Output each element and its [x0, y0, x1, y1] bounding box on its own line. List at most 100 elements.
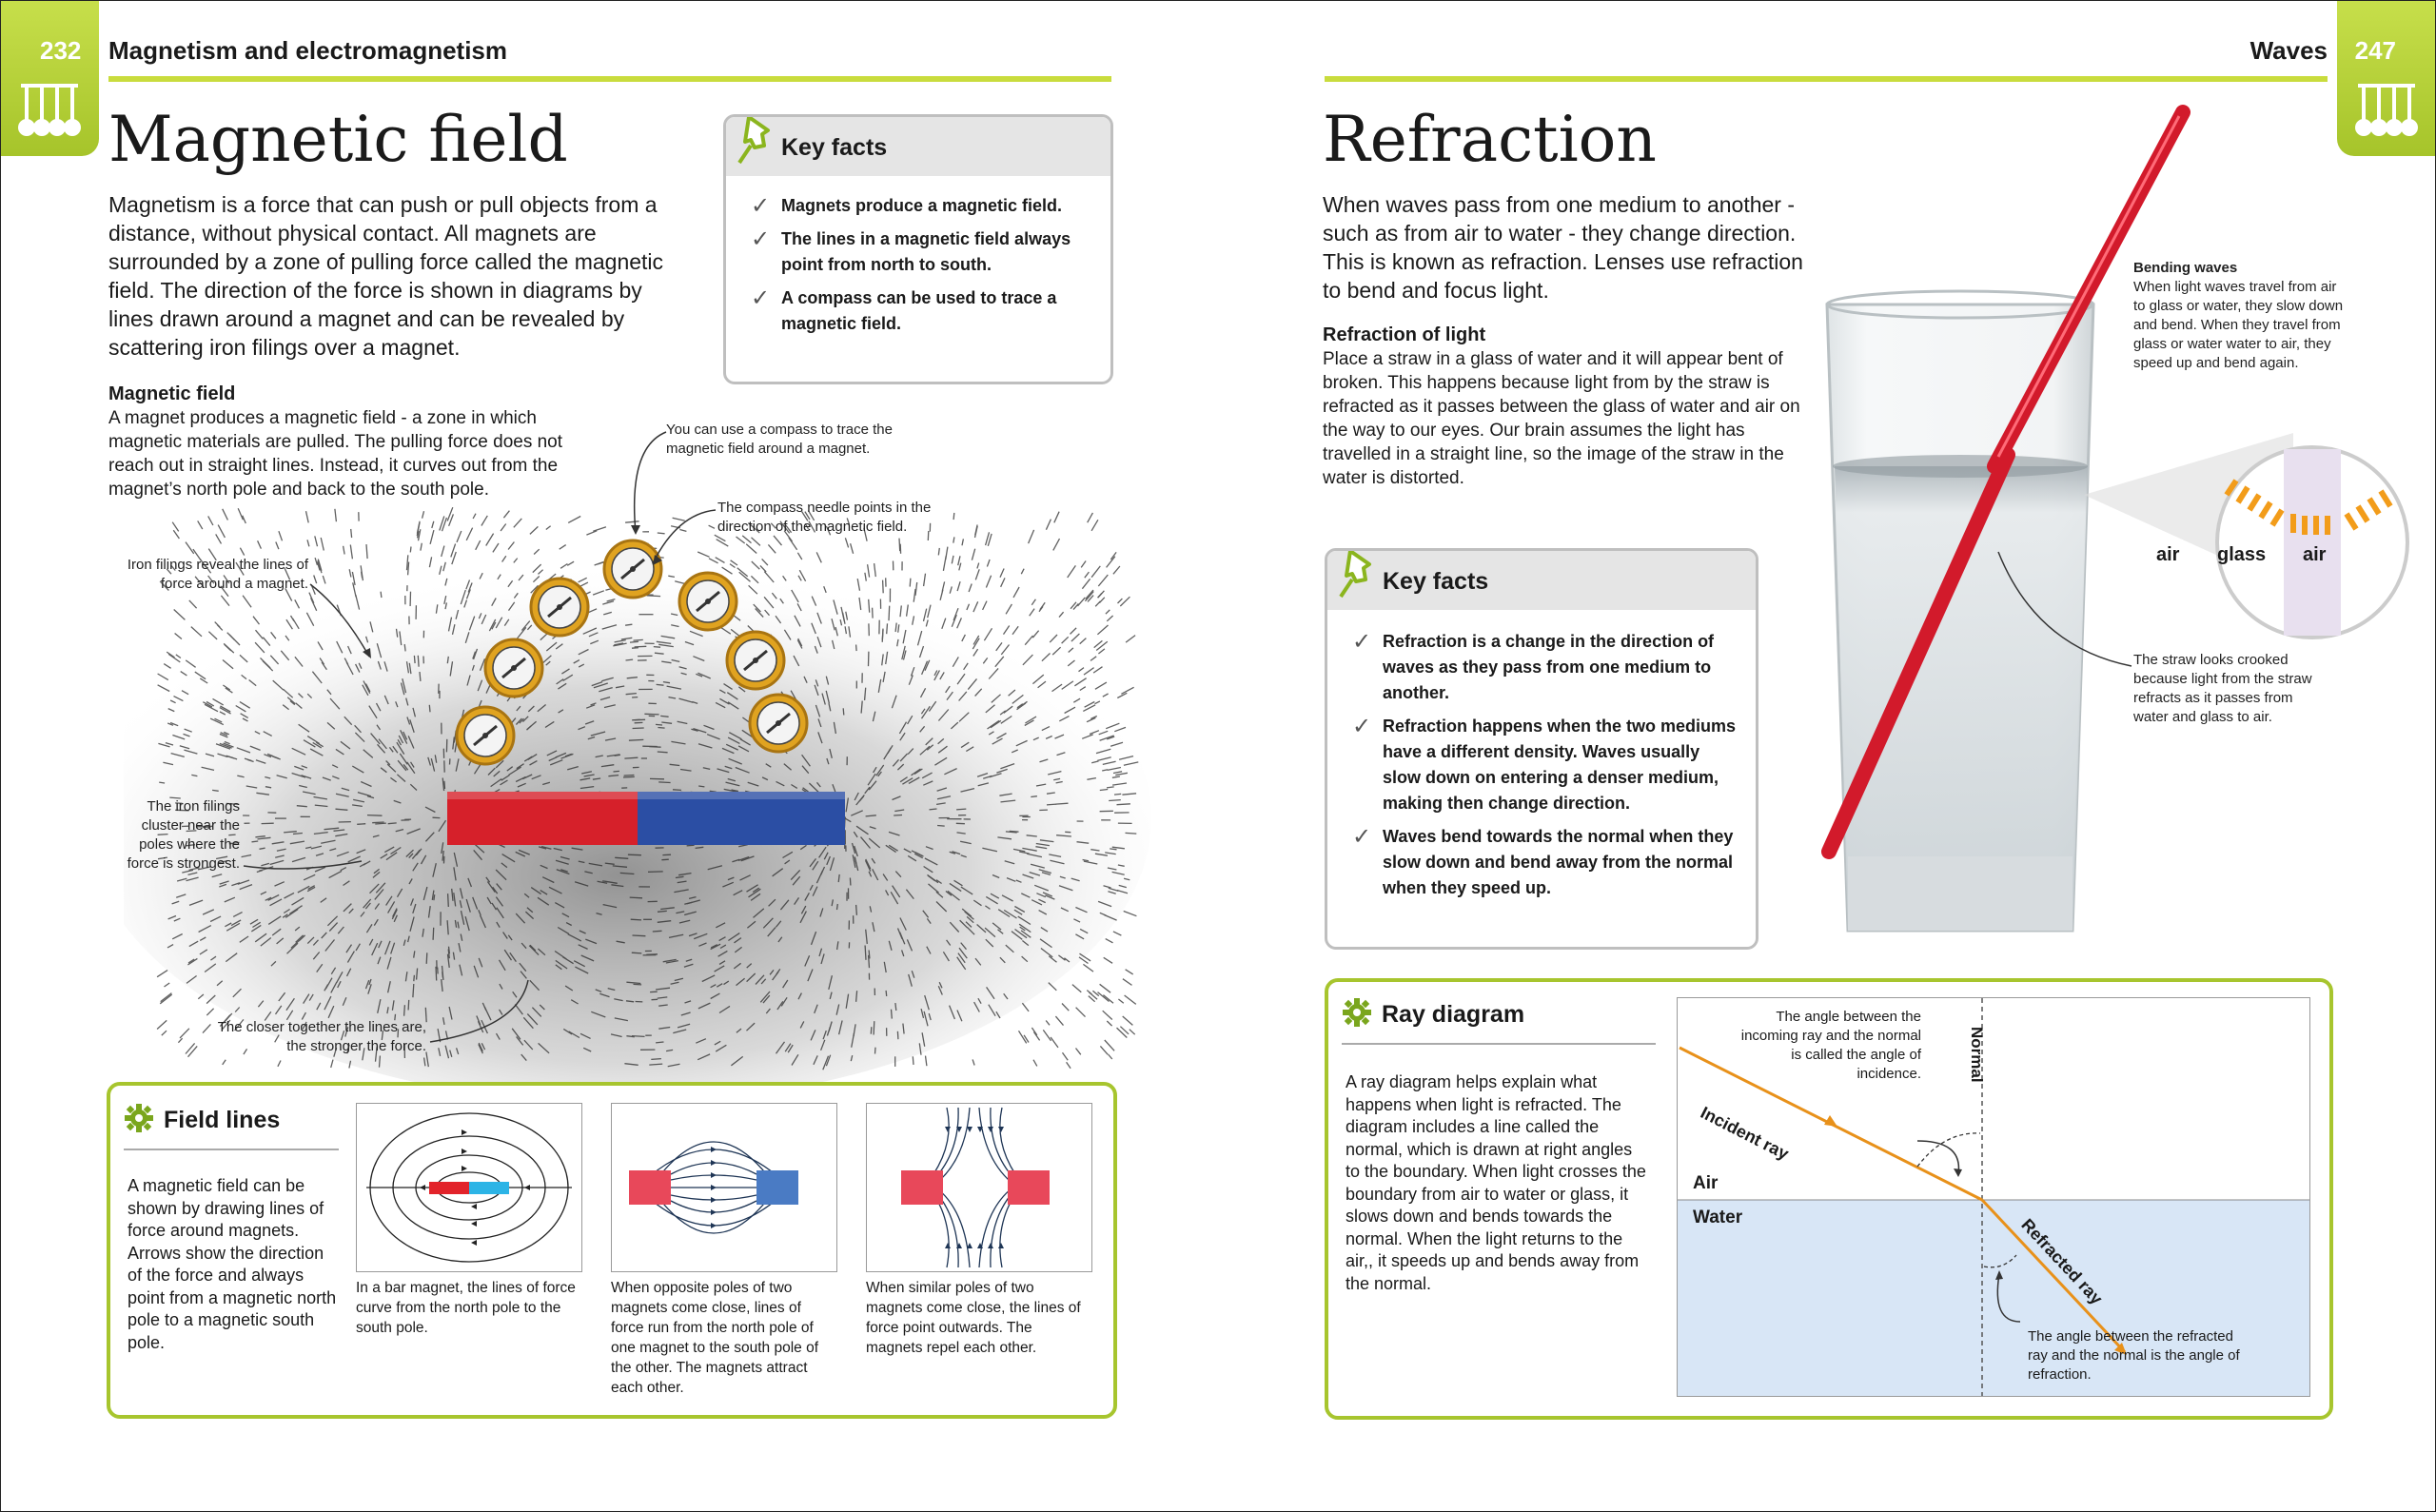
- iron-filing: [973, 1001, 980, 1012]
- iron-filing: [1076, 841, 1090, 844]
- iron-filing: [892, 758, 899, 767]
- iron-filing: [727, 701, 739, 710]
- iron-filing: [1104, 913, 1117, 921]
- iron-filing: [677, 1023, 691, 1029]
- iron-filing: [593, 526, 607, 532]
- iron-filing: [485, 533, 495, 546]
- iron-filing: [814, 684, 819, 697]
- iron-filing: [431, 890, 435, 900]
- iron-filing: [199, 936, 206, 941]
- iron-filing: [1066, 1061, 1071, 1070]
- iron-filing: [630, 918, 642, 921]
- iron-filing: [1108, 887, 1119, 893]
- iron-filing: [184, 749, 198, 755]
- iron-filing: [885, 651, 889, 665]
- iron-filing: [1096, 624, 1109, 636]
- iron-filing: [532, 563, 542, 574]
- iron-filing: [368, 978, 372, 986]
- iron-filing: [230, 919, 242, 927]
- iron-filing: [540, 890, 548, 895]
- iron-filing: [210, 955, 217, 961]
- key-fact-item: ✓The lines in a magnetic field always po…: [751, 226, 1071, 274]
- iron-filing: [1040, 927, 1049, 933]
- iron-filing: [388, 747, 394, 753]
- compass-icon: [725, 630, 786, 691]
- iron-filing: [337, 980, 342, 989]
- iron-filing: [185, 659, 196, 668]
- iron-filing: [380, 591, 383, 599]
- iron-filing: [222, 658, 234, 670]
- iron-filing: [1116, 803, 1130, 806]
- iron-filing: [1075, 1007, 1086, 1018]
- annotation-iron-filings: Iron filings reveal the lines of force a…: [127, 557, 308, 592]
- iron-filing: [453, 852, 459, 867]
- iron-filing: [928, 700, 937, 712]
- iron-filing: [219, 742, 232, 749]
- refraction-intro: When waves pass from one medium to anoth…: [1323, 192, 1803, 303]
- iron-filing: [519, 962, 527, 972]
- iron-filing: [684, 901, 693, 905]
- iron-filing: [182, 869, 194, 874]
- iron-filing: [542, 781, 551, 786]
- pushpin-icon: [1339, 551, 1371, 599]
- iron-filing: [335, 833, 348, 837]
- iron-filing: [614, 642, 624, 646]
- iron-filing: [523, 756, 533, 762]
- iron-filing: [335, 793, 349, 797]
- iron-filing: [197, 993, 205, 1000]
- iron-filing: [892, 795, 901, 801]
- iron-filing: [1055, 802, 1069, 805]
- iron-filing: [458, 942, 462, 952]
- iron-filing: [1083, 667, 1094, 676]
- iron-filing: [580, 785, 595, 790]
- iron-filing: [204, 963, 217, 973]
- iron-filing: [223, 684, 231, 691]
- iron-filing: [446, 920, 449, 935]
- iron-filing: [769, 969, 775, 975]
- iron-filing: [823, 585, 827, 594]
- iron-filing: [298, 723, 310, 733]
- iron-filing: [215, 534, 223, 544]
- iron-filing: [274, 881, 285, 887]
- iron-filing: [1084, 700, 1095, 708]
- iron-filing: [283, 908, 290, 914]
- iron-filing: [654, 652, 664, 655]
- iron-filing: [333, 829, 345, 832]
- iron-filing: [886, 623, 889, 635]
- iron-filing: [306, 736, 321, 745]
- iron-filing: [222, 1019, 231, 1031]
- iron-filing: [1022, 654, 1033, 666]
- iron-filing: [960, 854, 967, 858]
- iron-filing: [918, 645, 925, 658]
- bending-waves-text: When light waves travel from air to glas…: [2133, 279, 2344, 371]
- iron-filing: [715, 701, 726, 709]
- iron-filing: [721, 747, 735, 755]
- iron-filing: [763, 571, 775, 583]
- iron-filing: [441, 842, 444, 854]
- iron-filing: [898, 721, 908, 735]
- iron-filing: [772, 971, 779, 981]
- iron-filing: [266, 753, 274, 757]
- iron-filing: [481, 515, 488, 526]
- iron-filing: [464, 632, 470, 643]
- iron-filing: [349, 544, 354, 560]
- iron-filing: [400, 730, 408, 744]
- iron-filing: [891, 695, 897, 709]
- iron-filing: [1102, 760, 1116, 766]
- iron-filing: [746, 884, 758, 893]
- iron-filing: [967, 927, 975, 935]
- magnetic-field-section: Magnetic field A magnet produces a magne…: [108, 383, 584, 501]
- iron-filing: [750, 893, 761, 901]
- iron-filing: [446, 656, 449, 664]
- iron-filing: [264, 754, 272, 758]
- iron-filing: [797, 575, 802, 581]
- iron-filing: [239, 935, 249, 943]
- iron-filing: [422, 1057, 426, 1067]
- iron-filing: [538, 569, 544, 575]
- iron-filing: [159, 580, 169, 591]
- iron-filing: [624, 1063, 638, 1066]
- iron-filing: [1039, 839, 1054, 843]
- iron-filing: [425, 1051, 429, 1068]
- iron-filing: [236, 747, 251, 754]
- iron-filing: [207, 575, 215, 584]
